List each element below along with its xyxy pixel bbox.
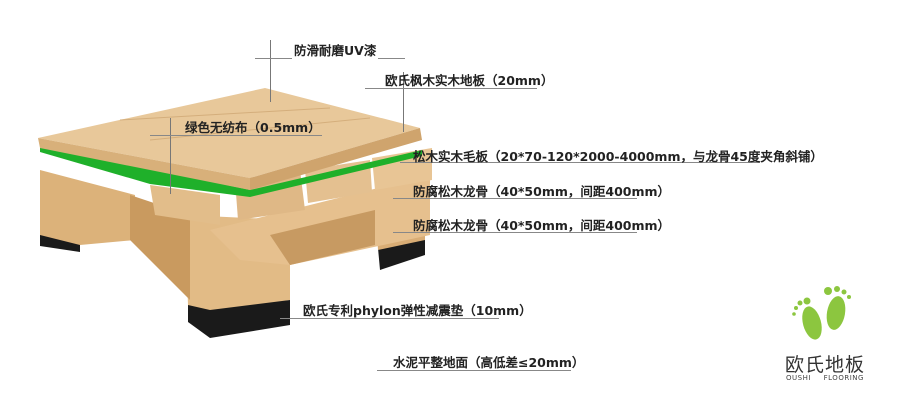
leader-line (377, 370, 571, 371)
maple-floor-front-edge (38, 138, 250, 190)
leader-line (365, 88, 537, 89)
logo-name-cn: 欧氏地板 (785, 354, 866, 376)
label-uv-coating: 防滑耐磨UV漆 (292, 40, 379, 59)
lower-joist-front-side (130, 195, 190, 300)
label-phylon-pad: 欧氏专利phylon弹性减震垫（10mm） (303, 303, 532, 318)
maple-floor-right-edge (250, 128, 422, 190)
leader-line (400, 162, 760, 163)
upper-joist-beam-hole (270, 210, 375, 265)
lower-joist-left (40, 170, 135, 245)
label-pine-subfloor: 松木实木毛板（20*70-120*2000-4000mm，与龙骨45度夹角斜铺） (413, 149, 823, 164)
label-joist-lower: 防腐松木龙骨（40*50mm，间距400mm） (413, 218, 671, 233)
maple-floor-top (38, 88, 420, 178)
label-green-fabric: 绿色无纺布（0.5mm） (185, 120, 321, 135)
leader-line (393, 198, 637, 199)
leader-line (280, 318, 499, 319)
pine-subfloor-block-1 (150, 185, 220, 225)
label-maple-floor: 欧氏枫木实木地板（20mm） (385, 73, 554, 88)
plank-seam (119, 107, 331, 121)
plank-seam (149, 117, 371, 141)
green-nonwoven-fabric (40, 145, 422, 197)
leader-line (150, 135, 322, 136)
logo-name-en: OUSHI FLOORING (786, 374, 864, 382)
leader-line (393, 232, 637, 233)
label-concrete-base: 水泥平整地面（高低差≤20mm） (393, 355, 585, 370)
label-joist-upper: 防腐松木龙骨（40*50mm，间距400mm） (413, 184, 671, 199)
leader-line (270, 40, 271, 102)
leader-line (403, 72, 404, 132)
green-footprints-icon (792, 286, 851, 340)
leader-line (170, 118, 171, 194)
